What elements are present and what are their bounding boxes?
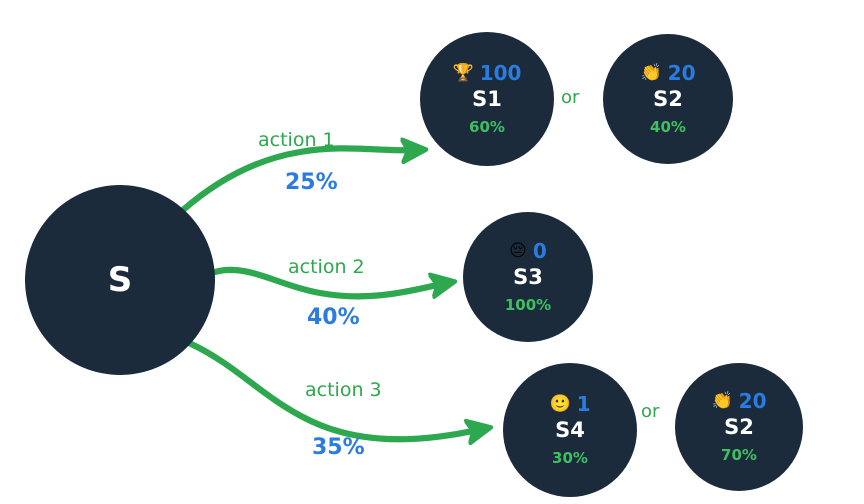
s2-bottom-node-label: S2: [724, 415, 754, 439]
action-label-3: action 3: [305, 379, 382, 401]
state-node-s3[interactable]: 😔 0 S3 100%: [463, 212, 593, 342]
s1-probability: 60%: [469, 118, 505, 136]
s1-reward-row: 🏆 100: [453, 63, 522, 83]
s1-reward-value: 100: [479, 61, 522, 85]
s2-top-node-label: S2: [653, 87, 683, 111]
action-probability-1: 25%: [285, 170, 338, 195]
state-node-s1[interactable]: 🏆 100 S1 60%: [420, 32, 554, 166]
s4-node-label: S4: [555, 418, 585, 442]
or-connector-top: or: [561, 87, 580, 108]
trophy-emoji: 🏆: [452, 62, 474, 83]
s4-probability: 30%: [552, 449, 588, 467]
s2-bottom-reward-value: 20: [738, 389, 767, 413]
state-node-s2-top[interactable]: 👏 20 S2 40%: [603, 34, 733, 164]
state-node-s2-bottom[interactable]: 👏 20 S2 70%: [675, 363, 803, 491]
state-node-root[interactable]: S: [25, 185, 215, 375]
s3-node-label: S3: [513, 265, 543, 289]
s2-bottom-reward-row: 👏 20: [711, 391, 766, 411]
s3-probability: 100%: [504, 296, 552, 314]
s4-reward-value: 1: [576, 392, 591, 416]
root-node-label: S: [107, 260, 133, 300]
s2-top-reward-row: 👏 20: [640, 63, 695, 83]
clapping-hands-emoji: 👏: [640, 62, 662, 83]
s4-reward-row: 🙂 1: [549, 394, 590, 414]
s2-bottom-probability: 70%: [721, 446, 757, 464]
s3-reward-value: 0: [532, 239, 547, 263]
s2-top-probability: 40%: [650, 118, 686, 136]
clapping-hands-emoji: 👏: [711, 390, 733, 411]
slightly-smiling-face-emoji: 🙂: [549, 393, 571, 414]
pensive-face-emoji: 😔: [509, 240, 527, 261]
s3-reward-row: 😔 0: [509, 241, 547, 261]
s1-node-label: S1: [472, 87, 502, 111]
s2-top-reward-value: 20: [667, 61, 696, 85]
action-label-1: action 1: [258, 129, 335, 151]
or-connector-bottom: or: [641, 401, 660, 422]
state-node-s4[interactable]: 🙂 1 S4 30%: [503, 363, 637, 497]
action-label-2: action 2: [288, 256, 365, 278]
action-probability-3: 35%: [312, 435, 365, 460]
action-probability-2: 40%: [307, 305, 360, 330]
